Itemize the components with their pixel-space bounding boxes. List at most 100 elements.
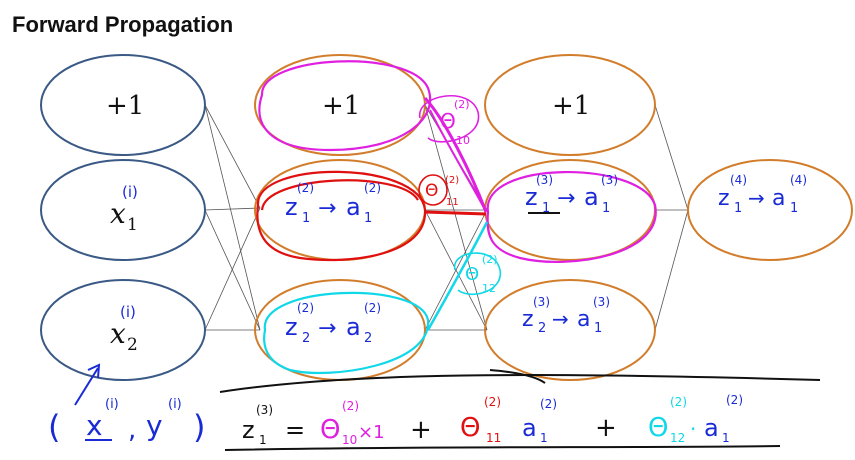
bias-label-layer3: +1 bbox=[552, 91, 590, 121]
svg-text:z: z bbox=[285, 193, 298, 221]
magenta-loop-z3 bbox=[486, 170, 657, 263]
svg-text:(3): (3) bbox=[601, 173, 618, 187]
svg-text:z: z bbox=[525, 183, 538, 211]
svg-text:1: 1 bbox=[364, 211, 372, 226]
svg-text:Θ: Θ bbox=[440, 109, 456, 133]
svg-text:(4): (4) bbox=[730, 173, 747, 187]
svg-text:(2): (2) bbox=[484, 395, 501, 409]
cyan-loop-a2 bbox=[263, 291, 430, 375]
node-bias-layer3 bbox=[484, 54, 656, 156]
svg-text:a: a bbox=[522, 414, 537, 442]
svg-text:x: x bbox=[110, 317, 126, 350]
svg-text:): ) bbox=[193, 408, 205, 446]
unit-label-layer2-1: z 1 (2) → a 1 (2) bbox=[285, 181, 381, 226]
node-x2 bbox=[40, 279, 206, 381]
svg-text:Θ: Θ bbox=[320, 415, 340, 445]
equation-plus-1: + bbox=[410, 415, 432, 445]
edge-l1-l2 bbox=[204, 104, 261, 209]
edge-l3-l4 bbox=[654, 104, 689, 211]
svg-text:(i): (i) bbox=[120, 303, 136, 321]
svg-text:y: y bbox=[146, 409, 163, 442]
svg-text:(i): (i) bbox=[168, 397, 182, 412]
equation: z 1 (3) = Θ (2) 10 ×1 + Θ (2) 11 a 1 (2)… bbox=[242, 393, 743, 447]
svg-text:2: 2 bbox=[302, 331, 310, 346]
svg-text:(2): (2) bbox=[297, 181, 314, 195]
connections bbox=[204, 104, 689, 331]
svg-text:1: 1 bbox=[127, 215, 138, 235]
svg-text:(2): (2) bbox=[482, 253, 498, 266]
svg-text:(: ( bbox=[48, 408, 60, 446]
svg-text:(i): (i) bbox=[105, 397, 119, 412]
svg-text:1: 1 bbox=[734, 201, 742, 216]
magenta-loop-bias bbox=[258, 60, 432, 152]
equation-a1-factor-1: a 1 (2) bbox=[522, 397, 557, 445]
edge-l1-l2 bbox=[204, 207, 261, 211]
svg-text:→: → bbox=[318, 196, 336, 221]
svg-text:→: → bbox=[748, 186, 765, 210]
svg-text:→: → bbox=[557, 186, 575, 211]
node-a2-layer3 bbox=[484, 279, 656, 381]
svg-text:a: a bbox=[577, 307, 590, 332]
edge-l1-l2 bbox=[204, 104, 261, 331]
svg-text:1: 1 bbox=[594, 321, 602, 336]
svg-text:1: 1 bbox=[302, 211, 310, 226]
page-title: Forward Propagation bbox=[12, 12, 234, 37]
edge-l1-l2 bbox=[204, 209, 261, 331]
equation-lhs: z 1 (3) = bbox=[242, 403, 305, 447]
svg-text:a: a bbox=[346, 313, 361, 341]
svg-text:2: 2 bbox=[127, 335, 138, 355]
svg-text:Θ: Θ bbox=[648, 413, 668, 443]
svg-text:10: 10 bbox=[456, 134, 470, 147]
bias-label-layer1: +1 bbox=[106, 91, 144, 121]
svg-text:z: z bbox=[285, 313, 298, 341]
svg-text:2: 2 bbox=[538, 321, 546, 336]
svg-text:a: a bbox=[346, 193, 361, 221]
svg-text:,: , bbox=[128, 415, 136, 445]
svg-text:(3): (3) bbox=[533, 295, 550, 309]
red-loop-a1 bbox=[256, 170, 427, 262]
svg-text:(2): (2) bbox=[726, 393, 743, 407]
svg-text:(3): (3) bbox=[593, 295, 610, 309]
svg-text:1: 1 bbox=[790, 201, 798, 216]
svg-text:(2): (2) bbox=[670, 395, 687, 409]
svg-text:Θ: Θ bbox=[465, 264, 479, 285]
svg-text:z: z bbox=[242, 416, 255, 444]
svg-text:(2): (2) bbox=[364, 181, 381, 195]
edge-l2-l3 bbox=[424, 209, 488, 331]
highlight-strokes bbox=[74, 60, 821, 451]
svg-text:2: 2 bbox=[364, 331, 372, 346]
weight-label-theta-10: Θ (2) 10 bbox=[440, 98, 470, 147]
node-a1-layer2 bbox=[254, 159, 426, 261]
svg-text:(2): (2) bbox=[364, 301, 381, 315]
svg-text:(4): (4) bbox=[790, 173, 807, 187]
svg-text:=: = bbox=[285, 416, 305, 444]
equation-term-bias: Θ (2) 10 ×1 bbox=[320, 399, 385, 447]
unit-label-layer4-1: z 1 (4) → a 1 (4) bbox=[718, 173, 807, 216]
unit-label-layer3-1: z 1 (3) → a 1 (3) bbox=[525, 173, 618, 216]
svg-text:(3): (3) bbox=[536, 173, 553, 187]
svg-text:11: 11 bbox=[486, 431, 501, 445]
svg-text:a: a bbox=[584, 183, 599, 211]
equation-term-a1: Θ (2) 11 bbox=[460, 395, 501, 445]
svg-text:·: · bbox=[690, 417, 696, 441]
edge-l2-l3 bbox=[424, 104, 488, 331]
svg-text:x: x bbox=[110, 197, 126, 230]
unit-label-layer2-2: z 2 (2) → a 2 (2) bbox=[285, 301, 381, 346]
equation-a1-factor-2: a 1 (2) bbox=[704, 393, 743, 445]
svg-text:1: 1 bbox=[259, 433, 267, 447]
equation-plus-2: + bbox=[595, 413, 617, 443]
svg-text:z: z bbox=[718, 186, 730, 211]
svg-text:→: → bbox=[318, 316, 336, 341]
svg-text:a: a bbox=[772, 186, 785, 211]
svg-text:x: x bbox=[86, 409, 103, 442]
svg-text:z: z bbox=[522, 307, 534, 332]
svg-text:12: 12 bbox=[482, 282, 496, 295]
x2-label: x 2 (i) bbox=[110, 303, 138, 355]
node-bias-layer1 bbox=[40, 54, 206, 156]
weight-label-theta-11: Θ (2) 11 bbox=[425, 175, 459, 208]
edge-l3-l4 bbox=[654, 209, 689, 331]
svg-text:Θ: Θ bbox=[425, 181, 438, 201]
svg-text:(2): (2) bbox=[445, 175, 459, 186]
weight-label-theta-12: Θ (2) 12 bbox=[465, 253, 498, 295]
